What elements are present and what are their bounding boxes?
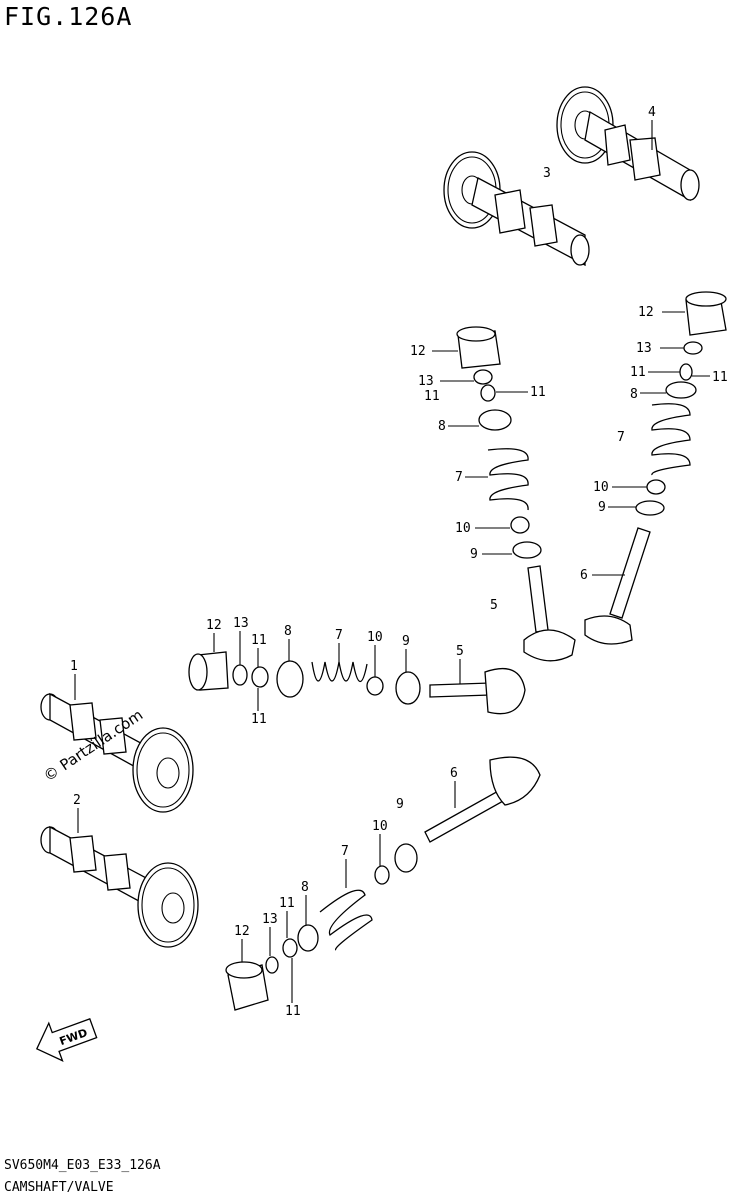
seal-10-right — [646, 479, 666, 495]
callout-7-lower: 7 — [341, 844, 349, 859]
callout-13-mid: 13 — [418, 374, 434, 389]
callout-13-right: 13 — [636, 341, 652, 356]
callout-12-right: 12 — [638, 305, 654, 320]
seal-10-horiz — [366, 676, 384, 696]
callout-9-lower: 9 — [396, 797, 404, 812]
callout-10-horiz: 10 — [367, 630, 383, 645]
callout-13-lower: 13 — [262, 912, 278, 927]
callout-7-right: 7 — [617, 430, 625, 445]
callout-6-right: 6 — [580, 568, 588, 583]
callout-9-horiz: 9 — [402, 634, 410, 649]
callout-13-horiz: 13 — [233, 616, 249, 631]
camshaft-4[interactable] — [556, 86, 700, 202]
spring-7-horiz — [311, 661, 368, 683]
valve-5-mid — [527, 565, 549, 633]
callout-8-lower: 8 — [301, 880, 309, 895]
callout-10-mid: 10 — [455, 521, 471, 536]
callout-11-right-a: 11 — [630, 365, 646, 380]
callout-11-mid-a: 11 — [424, 389, 440, 404]
callout-5-mid: 5 — [490, 598, 498, 613]
shim-13-mid — [473, 369, 493, 385]
callout-10-right: 10 — [593, 480, 609, 495]
callout-12-horiz: 12 — [206, 618, 222, 633]
callout-9-right: 9 — [598, 500, 606, 515]
valve-6-lower — [424, 789, 506, 843]
callout-8-mid: 8 — [438, 419, 446, 434]
spring-7-mid — [487, 448, 529, 511]
shim-13-lower — [265, 956, 279, 974]
seat-9-mid — [512, 541, 542, 559]
cotter-11-horiz — [251, 666, 269, 688]
seat-9-right — [635, 500, 665, 516]
callout-12-mid: 12 — [410, 344, 426, 359]
callout-7-horiz: 7 — [335, 628, 343, 643]
cotter-11-right — [679, 363, 693, 381]
callout-8-right: 8 — [630, 387, 638, 402]
callout-2: 2 — [73, 793, 81, 808]
callout-8-horiz: 8 — [284, 624, 292, 639]
seal-10-lower — [374, 865, 390, 885]
seat-9-horiz — [395, 671, 421, 705]
figure-caption: CAMSHAFT/VALVE — [4, 1180, 114, 1195]
shim-13-horiz — [232, 664, 248, 686]
callout-9-mid: 9 — [470, 547, 478, 562]
camshaft-3[interactable] — [443, 151, 590, 267]
valve-stack-horizontal[interactable] — [188, 651, 526, 715]
valve-5-horiz — [429, 682, 491, 698]
callout-11-lower-a: 11 — [279, 896, 295, 911]
callout-7-mid: 7 — [455, 470, 463, 485]
callout-10-lower: 10 — [372, 819, 388, 834]
callout-3: 3 — [543, 166, 551, 181]
retainer-8-horiz — [276, 660, 304, 698]
spring-7-lower — [319, 889, 373, 951]
valve-stack-right[interactable] — [584, 291, 727, 645]
shim-13-right — [683, 341, 703, 355]
callout-5-horiz: 5 — [456, 644, 464, 659]
callout-1: 1 — [70, 659, 78, 674]
valve-6-right — [609, 527, 651, 619]
callout-6-lower: 6 — [450, 766, 458, 781]
callout-11-lower-b: 11 — [285, 1004, 301, 1019]
cotter-11-mid — [480, 384, 496, 402]
callout-12-lower: 12 — [234, 924, 250, 939]
cotter-11-lower — [282, 938, 298, 958]
valve-stack-middle[interactable] — [456, 326, 576, 662]
cam-sprocket-2 — [137, 862, 199, 948]
callout-11-right-b: 11 — [712, 370, 728, 385]
figure-title: FIG.126A — [4, 2, 133, 31]
valve-stack-lower[interactable] — [225, 756, 541, 1011]
callout-11-horiz-a: 11 — [251, 633, 267, 648]
callout-11-horiz-b: 11 — [251, 712, 267, 727]
retainer-8-mid — [478, 409, 512, 431]
retainer-8-right — [665, 381, 697, 399]
callout-11-mid-b: 11 — [530, 385, 546, 400]
camshaft-2[interactable] — [40, 825, 199, 948]
cam-sprocket-1 — [132, 727, 194, 813]
callout-4: 4 — [648, 105, 656, 120]
seal-10-mid — [510, 516, 530, 534]
retainer-8-lower — [297, 924, 319, 952]
seat-9-lower — [394, 843, 418, 873]
fwd-arrow-icon: FWD — [35, 1018, 98, 1062]
camshaft-1[interactable] — [40, 692, 194, 813]
figure-code: SV650M4_E03_E33_126A — [4, 1158, 161, 1173]
spring-7-right — [651, 403, 691, 476]
